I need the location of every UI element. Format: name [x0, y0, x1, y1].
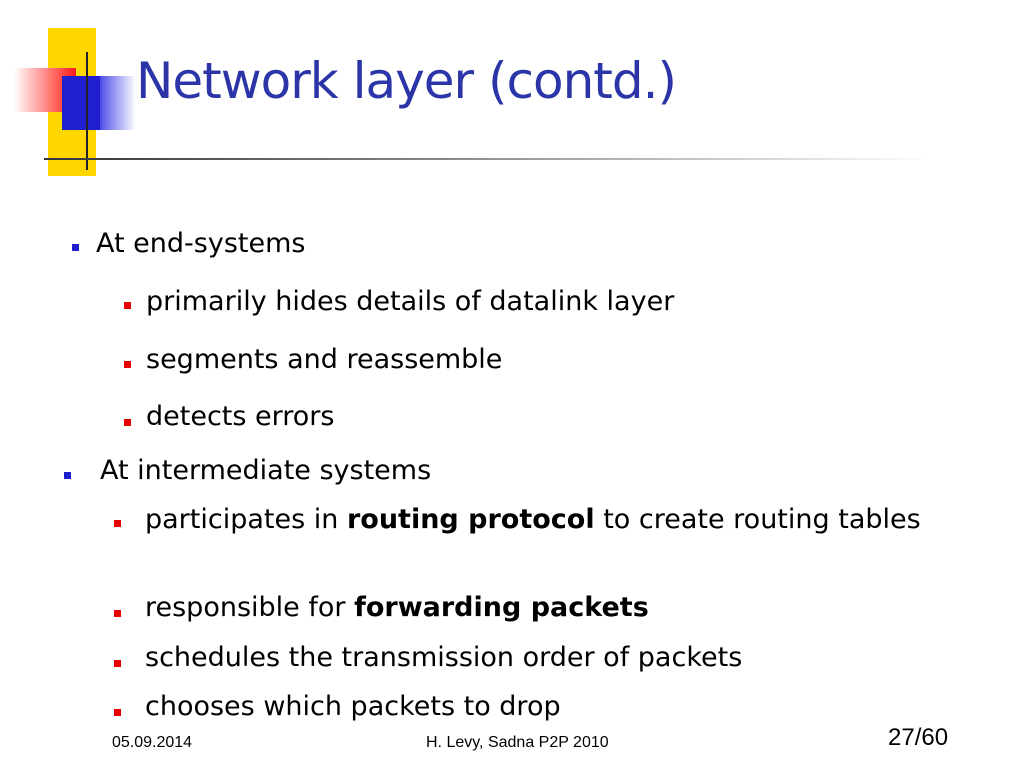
- list-item: At intermediate systems: [100, 455, 432, 486]
- bullet-icon: [72, 244, 79, 251]
- list-item: chooses which packets to drop: [145, 691, 561, 722]
- list-item: detects errors: [146, 401, 335, 432]
- list-item: participates in routing protocol to crea…: [145, 500, 925, 540]
- list-item: At end-systems: [96, 228, 306, 259]
- decorative-logo: [0, 0, 140, 180]
- footer-date: 05.09.2014: [112, 734, 193, 751]
- list-item: primarily hides details of datalink laye…: [146, 286, 675, 317]
- list-item: schedules the transmission order of pack…: [145, 642, 743, 673]
- bullet-icon: [124, 302, 131, 309]
- slide-title: Network layer (contd.): [136, 52, 677, 110]
- logo-blue-fade-block: [100, 76, 136, 130]
- bullet-icon: [124, 361, 131, 368]
- list-item-bold-text: forwarding packets: [354, 592, 649, 623]
- page-number: 27/60: [888, 724, 949, 751]
- list-item-text: participates in: [145, 504, 347, 535]
- bullet-icon: [114, 709, 121, 716]
- bullet-icon: [114, 660, 121, 667]
- list-item-bold-text: routing protocol: [346, 504, 595, 535]
- bullet-icon: [64, 472, 71, 479]
- list-item-text: to create routing tables: [594, 504, 921, 535]
- bullet-icon: [124, 419, 131, 426]
- list-item-text: responsible for: [145, 592, 355, 623]
- bullet-icon: [114, 520, 121, 527]
- logo-blue-block: [62, 76, 102, 130]
- list-item: segments and reassemble: [146, 344, 503, 375]
- logo-vertical-line: [86, 52, 88, 170]
- bullet-icon: [114, 610, 121, 617]
- title-divider: [44, 158, 934, 160]
- list-item: responsible for forwarding packets: [145, 592, 649, 623]
- footer-author: H. Levy, Sadna P2P 2010: [426, 734, 609, 751]
